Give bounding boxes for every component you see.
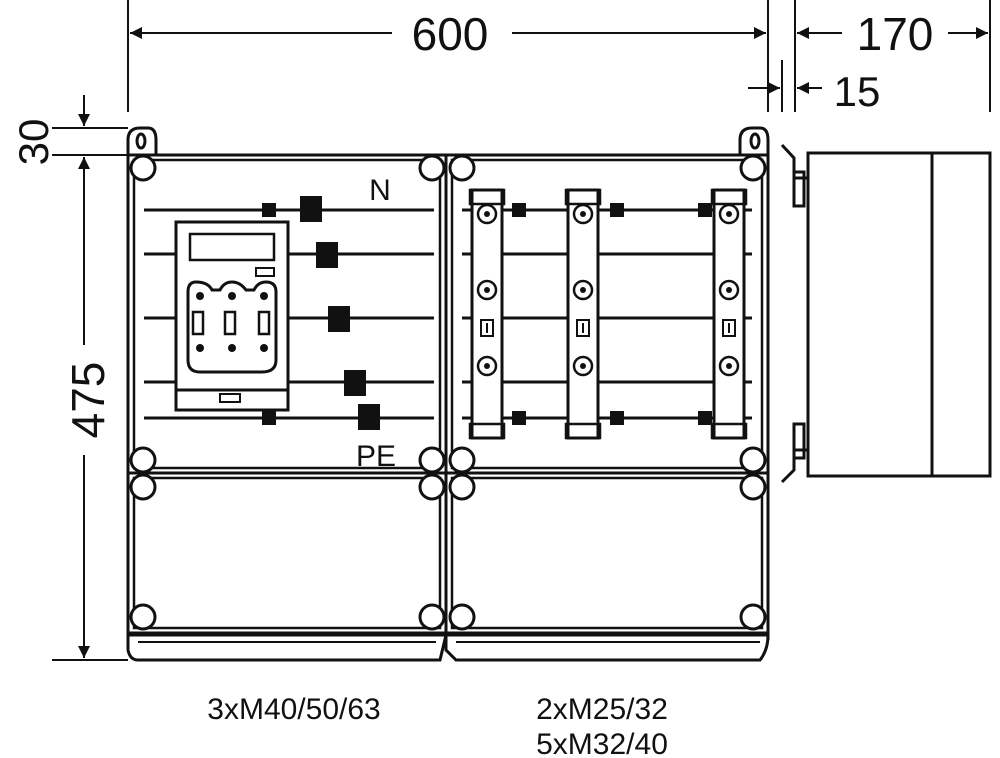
dim-height-475: 475 [62,362,114,439]
cable-entry-left: 3xM40/50/63 [207,693,380,726]
fuse-switch-disconnector [174,220,290,412]
dim-offset-15: 15 [834,68,881,115]
busbars-right [462,203,752,425]
fuse-base-2 [564,188,602,440]
dimension-lines [52,0,991,661]
cable-entry-right-line1: 2xM25/32 [536,693,668,726]
fuse-base-1 [468,188,506,440]
front-view-frame [126,126,770,662]
fuse-base-3 [710,188,748,440]
screw-holes [129,154,767,631]
label-protective-earth: PE [356,440,396,473]
side-view [780,143,992,484]
dim-width-600: 600 [412,8,489,60]
cable-entry-right-line2: 5xM32/40 [536,728,668,758]
dim-top-30: 30 [10,119,57,166]
dim-depth-170: 170 [857,8,934,60]
label-neutral: N [369,174,391,207]
